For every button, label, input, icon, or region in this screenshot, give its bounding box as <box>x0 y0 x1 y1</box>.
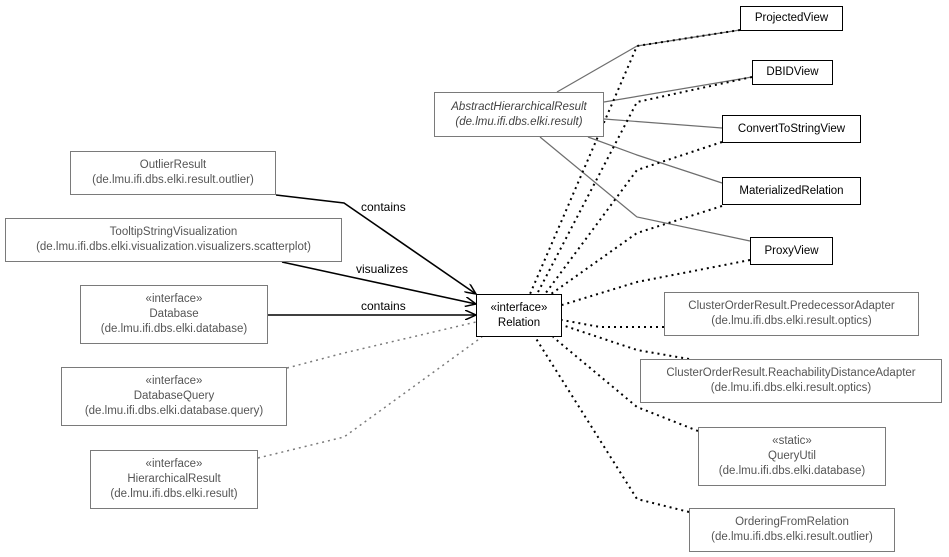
node-materialized-relation-name: MaterializedRelation <box>739 184 844 197</box>
node-convert-to-string-view[interactable]: ConvertToStringView <box>722 115 861 143</box>
node-abstract-hierarchical-result-name: AbstractHierarchicalResult <box>451 100 587 113</box>
node-predecessor-adapter-package: (de.lmu.ifi.dbs.elki.result.optics) <box>711 315 872 327</box>
node-abstract-hierarchical-result[interactable]: AbstractHierarchicalResult (de.lmu.ifi.d… <box>434 92 604 137</box>
edge-queryutil-relation <box>552 336 699 432</box>
node-database-stereotype: «interface» <box>145 293 203 305</box>
node-query-util-package: (de.lmu.ifi.dbs.elki.database) <box>718 465 866 477</box>
edge-ahr-materialized <box>587 136 723 184</box>
node-relation-stereotype: «interface» <box>490 301 548 314</box>
node-query-util-name: QueryUtil <box>768 450 816 462</box>
node-outlier-result-package: (de.lmu.ifi.dbs.elki.result.outlier) <box>92 174 254 186</box>
node-predecessor-adapter[interactable]: ClusterOrderResult.PredecessorAdapter (d… <box>664 292 919 336</box>
edge-predecessor-relation <box>561 319 664 328</box>
node-proxy-view-name: ProxyView <box>764 244 819 257</box>
node-database-query-name: DatabaseQuery <box>133 390 215 402</box>
node-dbid-view-name: DBIDView <box>766 66 819 78</box>
node-tooltip-string-visualization[interactable]: TooltipStringVisualization (de.lmu.ifi.d… <box>5 218 342 262</box>
node-database-query-package: (de.lmu.ifi.dbs.elki.database.query) <box>84 405 264 417</box>
edge-ordering-relation <box>534 336 690 513</box>
node-hierarchical-result-package: (de.lmu.ifi.dbs.elki.result) <box>110 488 238 500</box>
edge-label-database-contains: contains <box>361 299 406 313</box>
node-tooltip-string-visualization-name: TooltipStringVisualization <box>109 226 238 238</box>
node-database-query[interactable]: «interface» DatabaseQuery (de.lmu.ifi.db… <box>61 367 287 426</box>
node-tooltip-string-visualization-package: (de.lmu.ifi.dbs.elki.visualization.visua… <box>36 241 311 253</box>
node-database-name: Database <box>149 308 199 320</box>
edge-projectedview-relation <box>529 29 741 295</box>
node-ordering-from-relation-name: OrderingFromRelation <box>735 516 849 528</box>
node-dbid-view[interactable]: DBIDView <box>752 60 833 85</box>
node-database-query-stereotype: «interface» <box>145 375 203 387</box>
edge-ahr-proxyview <box>539 136 751 242</box>
edge-outlier-relation <box>275 194 476 294</box>
edge-tooltip-relation <box>281 261 476 304</box>
node-query-util[interactable]: «static» QueryUtil (de.lmu.ifi.dbs.elki.… <box>698 427 886 486</box>
node-outlier-result[interactable]: OutlierResult (de.lmu.ifi.dbs.elki.resul… <box>70 151 276 195</box>
node-ordering-from-relation-package: (de.lmu.ifi.dbs.elki.result.outlier) <box>711 531 873 543</box>
edge-ahr-converttostring <box>603 118 723 129</box>
edge-label-outlier-contains: contains <box>361 200 406 214</box>
node-relation[interactable]: «interface» Relation <box>476 294 562 337</box>
edge-databasequery-relation <box>286 321 477 369</box>
node-abstract-hierarchical-result-package: (de.lmu.ifi.dbs.elki.result) <box>455 115 583 128</box>
node-ordering-from-relation[interactable]: OrderingFromRelation (de.lmu.ifi.dbs.elk… <box>689 508 895 552</box>
node-projected-view[interactable]: ProjectedView <box>740 6 843 31</box>
edge-ahr-dbidview <box>603 76 753 103</box>
node-reachability-adapter-name: ClusterOrderResult.ReachabilityDistanceA… <box>666 367 916 379</box>
node-hierarchical-result-stereotype: «interface» <box>145 458 203 470</box>
edge-hierarchicalresult-relation <box>257 336 483 459</box>
edge-converttostring-relation <box>544 141 723 295</box>
node-projected-view-name: ProjectedView <box>754 12 829 24</box>
edge-label-tooltip-visualizes: visualizes <box>356 262 409 276</box>
edge-ahr-projectedview <box>556 29 741 93</box>
node-reachability-adapter-package: (de.lmu.ifi.dbs.elki.result.optics) <box>710 382 872 394</box>
node-database-package: (de.lmu.ifi.dbs.elki.database) <box>100 323 248 335</box>
node-convert-to-string-view-name: ConvertToStringView <box>737 122 846 135</box>
node-predecessor-adapter-name: ClusterOrderResult.PredecessorAdapter <box>688 300 895 312</box>
node-hierarchical-result-name: HierarchicalResult <box>127 473 221 485</box>
edge-proxyview-relation <box>561 259 751 306</box>
node-database[interactable]: «interface» Database (de.lmu.ifi.dbs.elk… <box>80 285 268 344</box>
edge-materialized-relation <box>550 205 723 295</box>
node-outlier-result-name: OutlierResult <box>139 159 207 171</box>
node-relation-name: Relation <box>497 316 541 329</box>
node-proxy-view[interactable]: ProxyView <box>750 237 833 265</box>
node-query-util-stereotype: «static» <box>772 435 812 447</box>
node-reachability-adapter[interactable]: ClusterOrderResult.ReachabilityDistanceA… <box>640 359 942 403</box>
node-materialized-relation[interactable]: MaterializedRelation <box>722 177 861 205</box>
node-hierarchical-result[interactable]: «interface» HierarchicalResult (de.lmu.i… <box>90 450 258 509</box>
